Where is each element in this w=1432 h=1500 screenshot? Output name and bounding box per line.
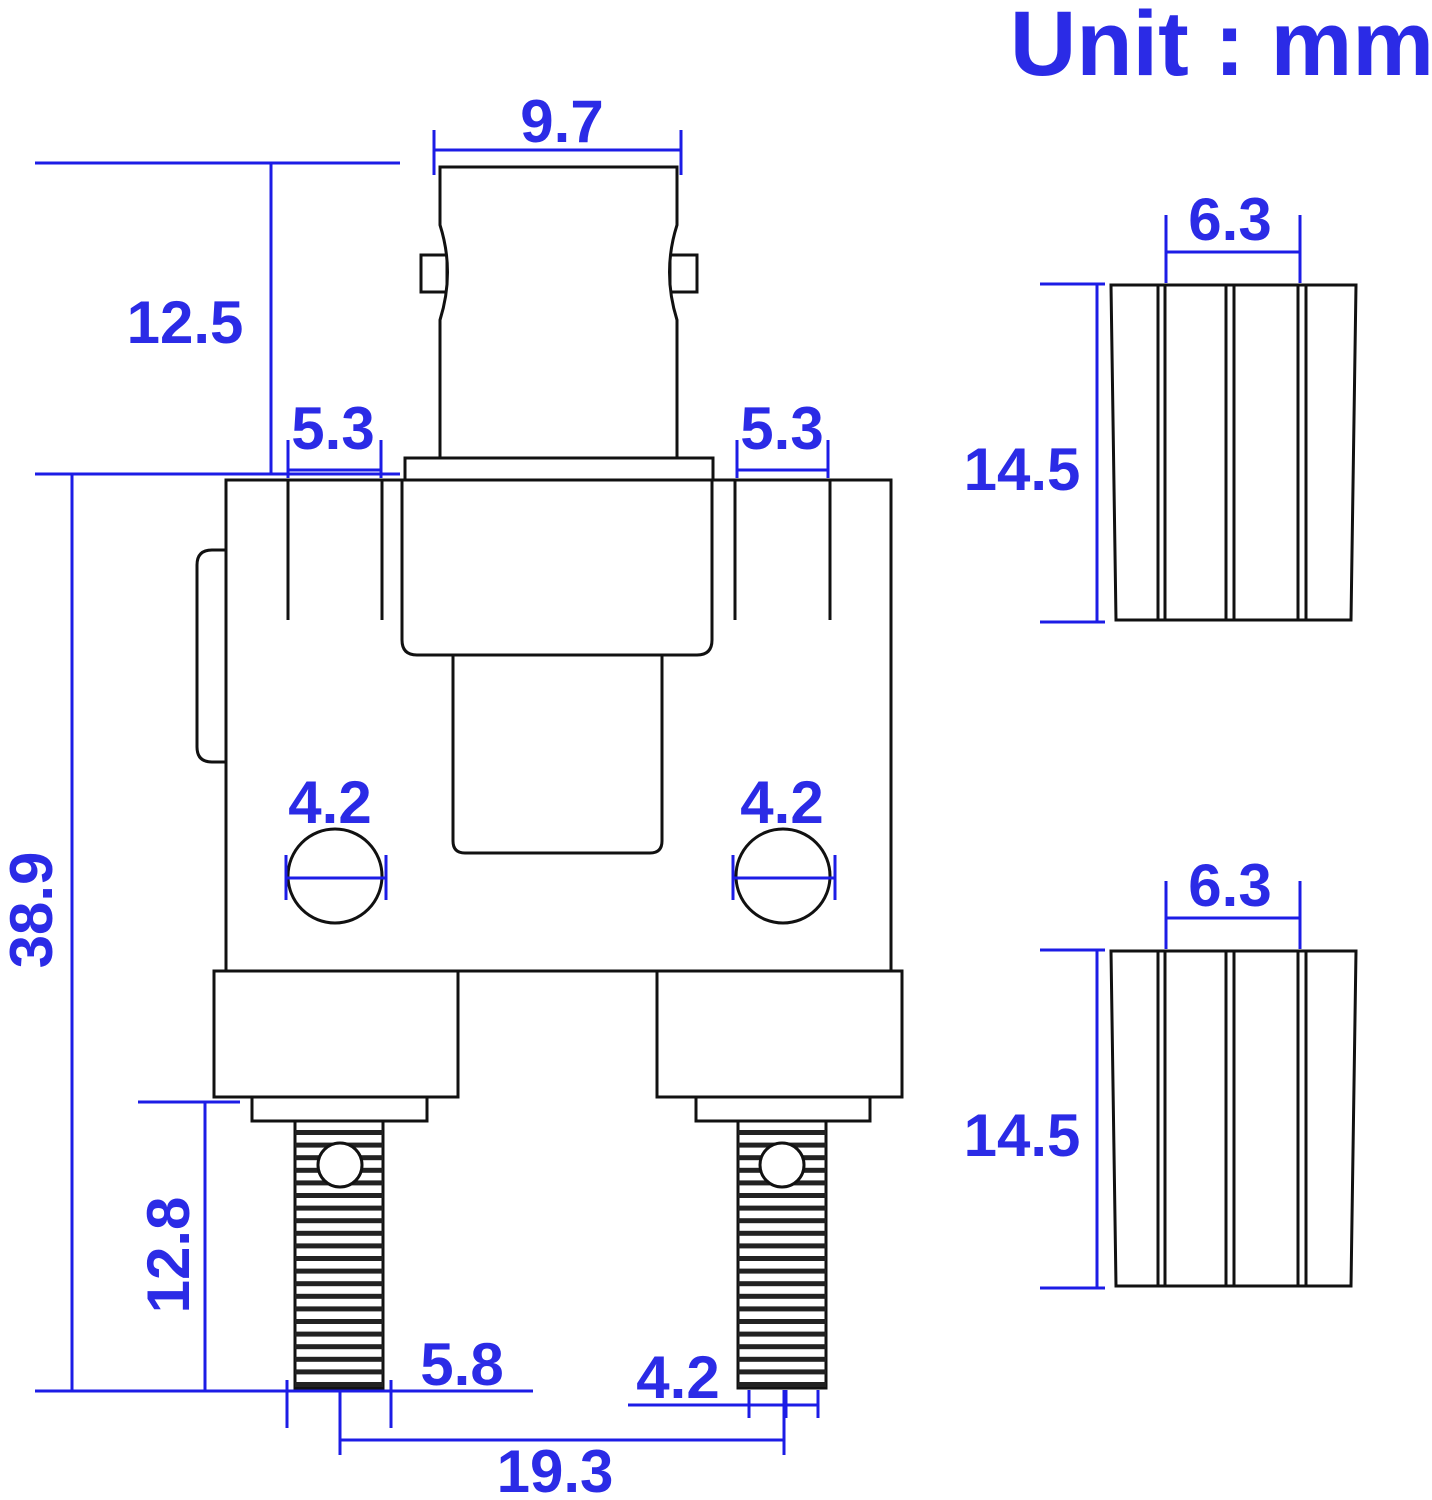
knob-width: 6.3 xyxy=(1188,852,1271,919)
bayonet-pin-right xyxy=(668,253,699,294)
thread-ridge xyxy=(738,1205,826,1211)
collar xyxy=(403,456,715,482)
post-base-left xyxy=(212,969,460,1099)
dim-top-height: 12.5 xyxy=(127,289,244,356)
front-boss xyxy=(400,478,714,657)
dim-left-slot: 5.3 xyxy=(291,395,374,462)
bayonet-pin-left xyxy=(419,253,449,294)
washer-left xyxy=(250,1095,429,1123)
thread-ridge xyxy=(738,1356,826,1362)
dim-post-diameter: 5.8 xyxy=(420,1331,503,1398)
thread-ridge xyxy=(738,1344,826,1350)
cross-hole-right xyxy=(758,1141,806,1189)
thread-ridge xyxy=(738,1369,826,1375)
dim-post-thread: 4.2 xyxy=(636,1344,719,1411)
thread-ridge xyxy=(738,1331,826,1337)
thread-ridge xyxy=(738,1256,826,1261)
thread-ridge xyxy=(295,1306,383,1312)
dimension-lines xyxy=(35,130,837,1455)
center-stem xyxy=(451,653,664,855)
knob-height: 14.5 xyxy=(964,436,1081,503)
post-base-right xyxy=(655,969,904,1099)
washer-right xyxy=(694,1095,872,1123)
dim-post-length: 12.8 xyxy=(135,1197,202,1314)
thread-ridge xyxy=(738,1306,826,1312)
thread-ridge xyxy=(295,1130,383,1135)
bnc-jack xyxy=(438,165,679,460)
thread-ridge xyxy=(295,1382,383,1387)
thread-ridge xyxy=(738,1230,826,1236)
thread-ridge xyxy=(295,1268,383,1274)
thread-ridge xyxy=(295,1319,383,1324)
dim-top-width: 9.7 xyxy=(520,88,603,155)
dim-right-hole: 4.2 xyxy=(740,769,823,836)
thread-ridge xyxy=(738,1218,826,1224)
dim-left-hole: 4.2 xyxy=(288,769,371,836)
thread-ridge xyxy=(295,1344,383,1350)
thread-ridge xyxy=(738,1281,826,1287)
side-tab xyxy=(195,548,228,764)
thread-ridge xyxy=(295,1205,383,1211)
thread-ridge xyxy=(295,1256,383,1261)
mount-hole-right xyxy=(734,827,832,925)
knob-width: 6.3 xyxy=(1188,186,1271,253)
thread-ridge xyxy=(295,1369,383,1375)
dim-right-slot: 5.3 xyxy=(740,395,823,462)
thread-ridge xyxy=(295,1230,383,1236)
thread-ridge xyxy=(738,1193,826,1198)
thread-ridge xyxy=(738,1293,826,1299)
thread-ridge xyxy=(738,1130,826,1135)
dim-total-height: 38.9 xyxy=(0,852,65,969)
thread-ridge xyxy=(295,1293,383,1299)
knob-top: 6.3 14.5 xyxy=(964,186,1358,624)
thread-ridge xyxy=(738,1243,826,1249)
threaded-post-left xyxy=(293,1119,385,1390)
unit-label: Unit : mm xyxy=(1010,0,1432,95)
thread-ridge xyxy=(295,1243,383,1249)
thread-ridge xyxy=(295,1281,383,1287)
cross-hole-left xyxy=(316,1141,364,1189)
thread-ridge xyxy=(738,1382,826,1387)
dim-post-spacing: 19.3 xyxy=(497,1438,614,1500)
thread-ridge xyxy=(295,1331,383,1337)
knob-height: 14.5 xyxy=(964,1102,1081,1169)
thread-ridge xyxy=(295,1218,383,1224)
thread-ridge xyxy=(738,1268,826,1274)
thread-ridge xyxy=(295,1193,383,1198)
thread-ridge xyxy=(738,1319,826,1324)
knob-bottom: 6.3 14.5 xyxy=(964,852,1358,1290)
connector-body xyxy=(195,165,904,1390)
thread-ridge xyxy=(295,1356,383,1362)
mount-hole-left xyxy=(286,827,384,925)
